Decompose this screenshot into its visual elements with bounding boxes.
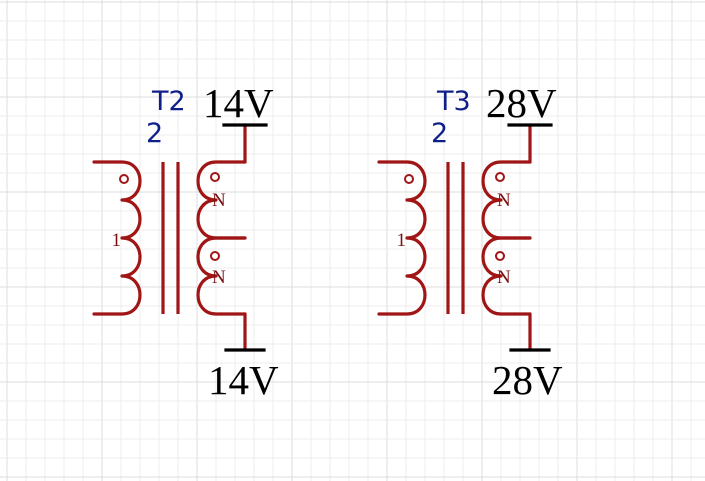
- secondary-label-lower: N: [212, 267, 226, 288]
- power-port-top-t2[interactable]: 14V: [203, 80, 274, 127]
- primary-label: 1: [112, 230, 122, 251]
- secondary-winding-lower: [196, 236, 247, 316]
- power-port-bottom-t3[interactable]: 28V: [492, 348, 563, 403]
- polarity-dot-secondary-upper: [495, 172, 505, 182]
- power-label-bottom: 28V: [492, 357, 563, 403]
- pin-label: 2: [146, 118, 163, 149]
- pin-label: 2: [431, 118, 448, 149]
- secondary-winding-upper: [481, 160, 532, 240]
- secondary-label-lower: N: [497, 267, 511, 288]
- primary-label: 1: [397, 230, 407, 251]
- power-port-bottom-t2[interactable]: 14V: [208, 348, 279, 403]
- designator: T2: [151, 86, 186, 117]
- power-port-top-t3[interactable]: 28V: [486, 80, 557, 127]
- polarity-dot-primary: [404, 174, 414, 184]
- transformer-t2[interactable]: 1 N N T2 2: [92, 86, 247, 352]
- polarity-dot-secondary-lower: [495, 251, 505, 261]
- secondary-label-upper: N: [497, 190, 511, 211]
- secondary-winding-upper: [196, 160, 247, 240]
- polarity-dot-secondary-lower: [210, 251, 220, 261]
- power-label-top: 14V: [203, 80, 274, 126]
- primary-winding: [377, 160, 427, 316]
- polarity-dot-primary: [119, 174, 129, 184]
- primary-winding: [92, 160, 142, 316]
- secondary-winding-lower: [481, 236, 532, 316]
- power-label-top: 28V: [486, 80, 557, 126]
- power-label-bottom: 14V: [208, 357, 279, 403]
- transformer-t3[interactable]: 1 N N T3 2: [377, 86, 532, 352]
- designator: T3: [436, 86, 471, 117]
- secondary-label-upper: N: [212, 190, 226, 211]
- polarity-dot-secondary-upper: [210, 172, 220, 182]
